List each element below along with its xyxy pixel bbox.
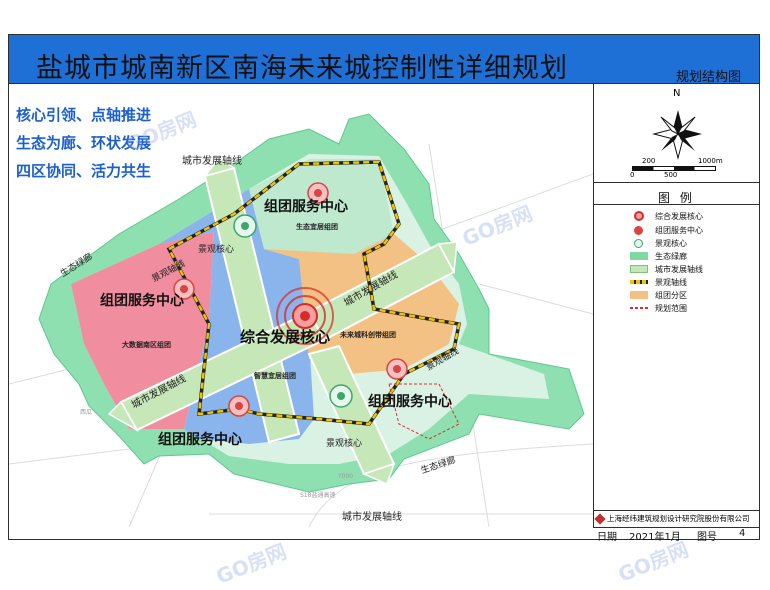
- label-main-core: 综合发展核心: [240, 328, 331, 346]
- slogan-3: 四区协同、活力共生: [16, 162, 152, 180]
- label-district-small: 西瓜: [80, 409, 93, 416]
- company-logo-icon: [594, 512, 606, 525]
- legend-divider-2: [593, 204, 760, 205]
- legend-item-service-center: 组团服务中心: [630, 224, 703, 236]
- legend-label-service-center: 组团服务中心: [655, 225, 703, 235]
- arrow-right: [437, 241, 458, 275]
- label-road-2: Y000: [338, 473, 354, 480]
- compass-rose-icon: [652, 110, 702, 160]
- service-center-bottom-symbol: [228, 395, 250, 417]
- legend-item-city-axis: 城市发展轴线: [630, 263, 703, 275]
- axis-arrows: [107, 156, 458, 486]
- legend-divider-top: [593, 182, 760, 183]
- plan-title: 盐城市城南新区南海未来城控制性详细规划: [36, 53, 568, 84]
- slogan-1: 核心引领、点轴推进: [16, 106, 152, 124]
- arrow-left: [107, 400, 140, 433]
- plan-subtitle: 规划结构图: [676, 70, 742, 85]
- legend-label-core: 综合发展核心: [655, 211, 703, 221]
- eco-corridor-icon: [630, 252, 648, 260]
- legend-item-boundary: 规划范围: [630, 302, 687, 314]
- company-name: 上海经纬建筑规划设计研究院股份有限公司: [607, 514, 750, 523]
- compass-north: N: [673, 88, 681, 99]
- footer-date-label: 日期: [597, 532, 617, 543]
- company-row: 上海经纬建筑规划设计研究院股份有限公司: [594, 512, 750, 525]
- planning-boundary: [388, 383, 460, 440]
- legend-item-core: 综合发展核心: [630, 210, 703, 222]
- core-ring-icon: [634, 211, 644, 221]
- label-zone-bigdata: 大数据南区组团: [122, 341, 171, 349]
- footer-fig-label: 图号: [697, 532, 717, 543]
- legend-label-zone: 组团分区: [655, 290, 687, 300]
- legend-item-scenic-axis: 景观轴线: [630, 276, 687, 288]
- label-service-center-top: 组团服务中心: [264, 199, 348, 215]
- scenic-core-top-symbol: [233, 214, 257, 238]
- company-divider: [593, 510, 760, 511]
- legend-label-eco-corridor: 生态绿廊: [655, 251, 687, 261]
- footer-fig-value: 4: [739, 528, 746, 539]
- service-center-left-symbol: [173, 278, 195, 300]
- label-service-center-left: 组团服务中心: [100, 293, 184, 309]
- label-service-center-bottom: 组团服务中心: [158, 432, 242, 448]
- title-bar: [8, 34, 760, 84]
- scale-bar-segments: [632, 166, 716, 171]
- label-scenic-core-top: 景观核心: [198, 245, 235, 255]
- planning-map: [9, 84, 593, 527]
- label-axis-city-top: 城市发展轴线: [182, 156, 242, 167]
- city-development-axes: [119, 166, 456, 476]
- legend-item-zone: 组团分区: [630, 289, 687, 301]
- scenic-core-bottom-symbol: [329, 384, 353, 408]
- label-zone-smart: 智慧宜居组团: [254, 372, 296, 380]
- watermark-3: GO房网: [212, 539, 290, 589]
- legend-item-eco-corridor: 生态绿廊: [630, 250, 687, 262]
- slogan-2: 生态为廊、环状发展: [16, 134, 152, 152]
- arrow-bottom: [361, 462, 396, 486]
- boundary-icon: [630, 307, 648, 309]
- label-axis-city-bottom: 城市发展轴线: [342, 512, 402, 523]
- label-road: S18盐通高速: [300, 492, 336, 499]
- scale-label-1000: 1000m: [698, 157, 723, 165]
- label-zone-eco: 生态宜居组团: [296, 223, 338, 231]
- arrow-top: [203, 156, 236, 178]
- scale-label-0: 0: [630, 171, 635, 179]
- scale-label-200: 200: [642, 157, 656, 165]
- city-axis-icon: [630, 265, 648, 273]
- label-service-center-right: 组团服务中心: [368, 394, 452, 410]
- footer-date-value: 2021年1月: [629, 532, 681, 543]
- legend-label-scenic-core: 景观核心: [655, 238, 687, 248]
- legend-title: 图 例: [658, 191, 695, 205]
- zone-icon: [630, 291, 648, 299]
- legend-label-boundary: 规划范围: [655, 303, 687, 313]
- compass: N: [640, 88, 720, 180]
- zone-eco-residential: [249, 159, 394, 254]
- side-panel: [593, 84, 761, 527]
- map-canvas: [9, 113, 593, 527]
- legend-item-scenic-core: 景观核心: [630, 237, 687, 249]
- scale-label-500: 500: [664, 171, 678, 179]
- label-scenic-core-bottom: 景观核心: [326, 439, 363, 449]
- footer-divider: [593, 527, 760, 528]
- legend-label-city-axis: 城市发展轴线: [655, 264, 703, 274]
- legend-label-scenic-axis: 景观轴线: [655, 277, 687, 287]
- scenic-axis-icon: [630, 280, 648, 284]
- footer-row: 日期 2021年1月 图号 4: [593, 527, 760, 543]
- main-core-symbol: [276, 287, 334, 345]
- scale-bar: 200 1000m 0 500: [628, 157, 723, 179]
- label-zone-future: 未来城科创带组团: [340, 331, 396, 339]
- scenic-core-icon: [634, 238, 643, 248]
- service-center-icon: [634, 225, 643, 235]
- service-center-right-symbol: [386, 358, 408, 380]
- service-center-top-symbol: [307, 182, 329, 204]
